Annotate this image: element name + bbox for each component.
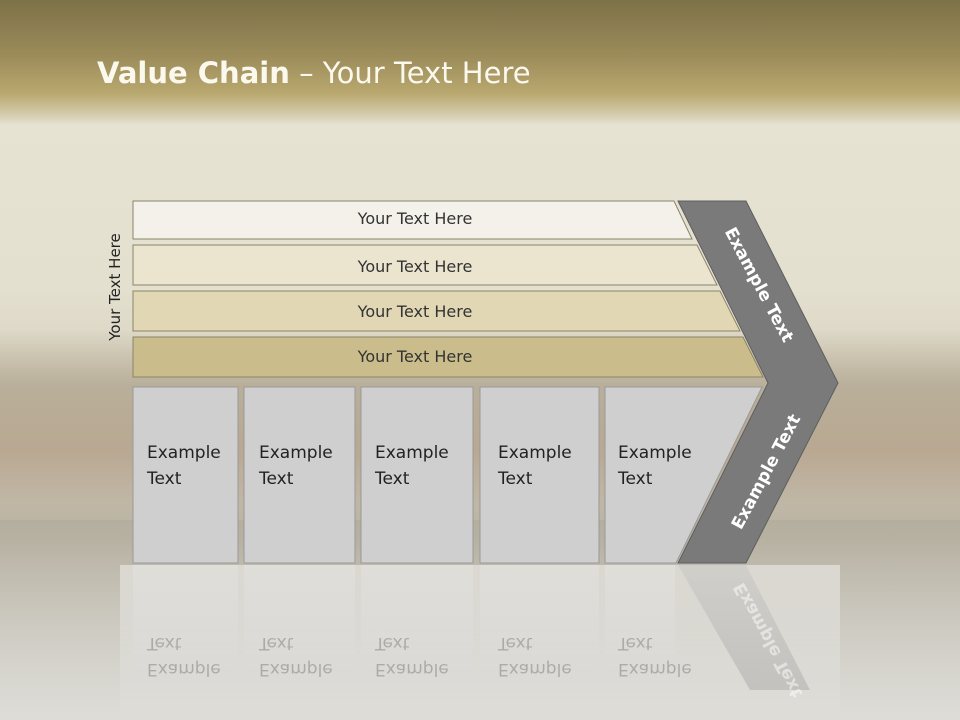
box-1-line1: Example xyxy=(147,443,221,463)
bar-4-label: Your Text Here xyxy=(357,347,473,366)
box-3[interactable] xyxy=(360,386,474,564)
box-1-reflection: Example Text xyxy=(147,630,221,682)
box-5-line1: Example xyxy=(618,443,692,463)
box-4-reflection-line1: Example xyxy=(498,659,572,679)
reflection-fade xyxy=(120,565,840,720)
box-4-line1: Example xyxy=(498,443,572,463)
slide-title: Value Chain – Your Text Here xyxy=(97,56,531,90)
bar-2-label: Your Text Here xyxy=(357,257,473,276)
box-2-line1: Example xyxy=(259,443,333,463)
box-2-line2: Text xyxy=(259,469,294,489)
chevron-arrow[interactable] xyxy=(677,200,839,564)
box-5-reflection-line2: Text xyxy=(618,633,653,653)
box-2[interactable] xyxy=(243,386,356,564)
box-4[interactable] xyxy=(479,386,600,564)
box-3-line2: Text xyxy=(375,469,410,489)
bar-1-label: Your Text Here xyxy=(357,209,473,228)
bar-3[interactable] xyxy=(132,290,741,332)
box-2-reflection-line1: Example xyxy=(259,659,333,679)
box-1-reflection-line2: Text xyxy=(147,633,182,653)
title-bold: Value Chain xyxy=(97,56,290,90)
bar-3-label: Your Text Here xyxy=(357,302,473,321)
box-4-reflection: Example Text xyxy=(498,630,572,682)
box-5-reflection: Example Text xyxy=(618,630,692,682)
box-3-reflection-line2: Text xyxy=(375,633,410,653)
box-5-reflection-line1: Example xyxy=(618,659,692,679)
box-2-reflection: Example Text xyxy=(259,630,333,682)
box-1-reflection-line1: Example xyxy=(147,659,221,679)
box-5[interactable] xyxy=(604,386,763,564)
bar-1[interactable] xyxy=(132,200,693,240)
box-4-line2: Text xyxy=(498,469,533,489)
title-bar xyxy=(0,0,960,125)
title-rest: – Your Text Here xyxy=(289,56,531,90)
box-3-reflection-line1: Example xyxy=(375,659,449,679)
bar-4[interactable] xyxy=(132,336,764,378)
box-2-reflection-line2: Text xyxy=(259,633,294,653)
box-1-line2: Text xyxy=(147,469,182,489)
bar-2[interactable] xyxy=(132,244,718,286)
box-4-reflection-line2: Text xyxy=(498,633,533,653)
box-1[interactable] xyxy=(132,386,239,564)
box-3-line1: Example xyxy=(375,443,449,463)
box-3-reflection: Example Text xyxy=(375,630,449,682)
box-5-line2: Text xyxy=(618,469,653,489)
